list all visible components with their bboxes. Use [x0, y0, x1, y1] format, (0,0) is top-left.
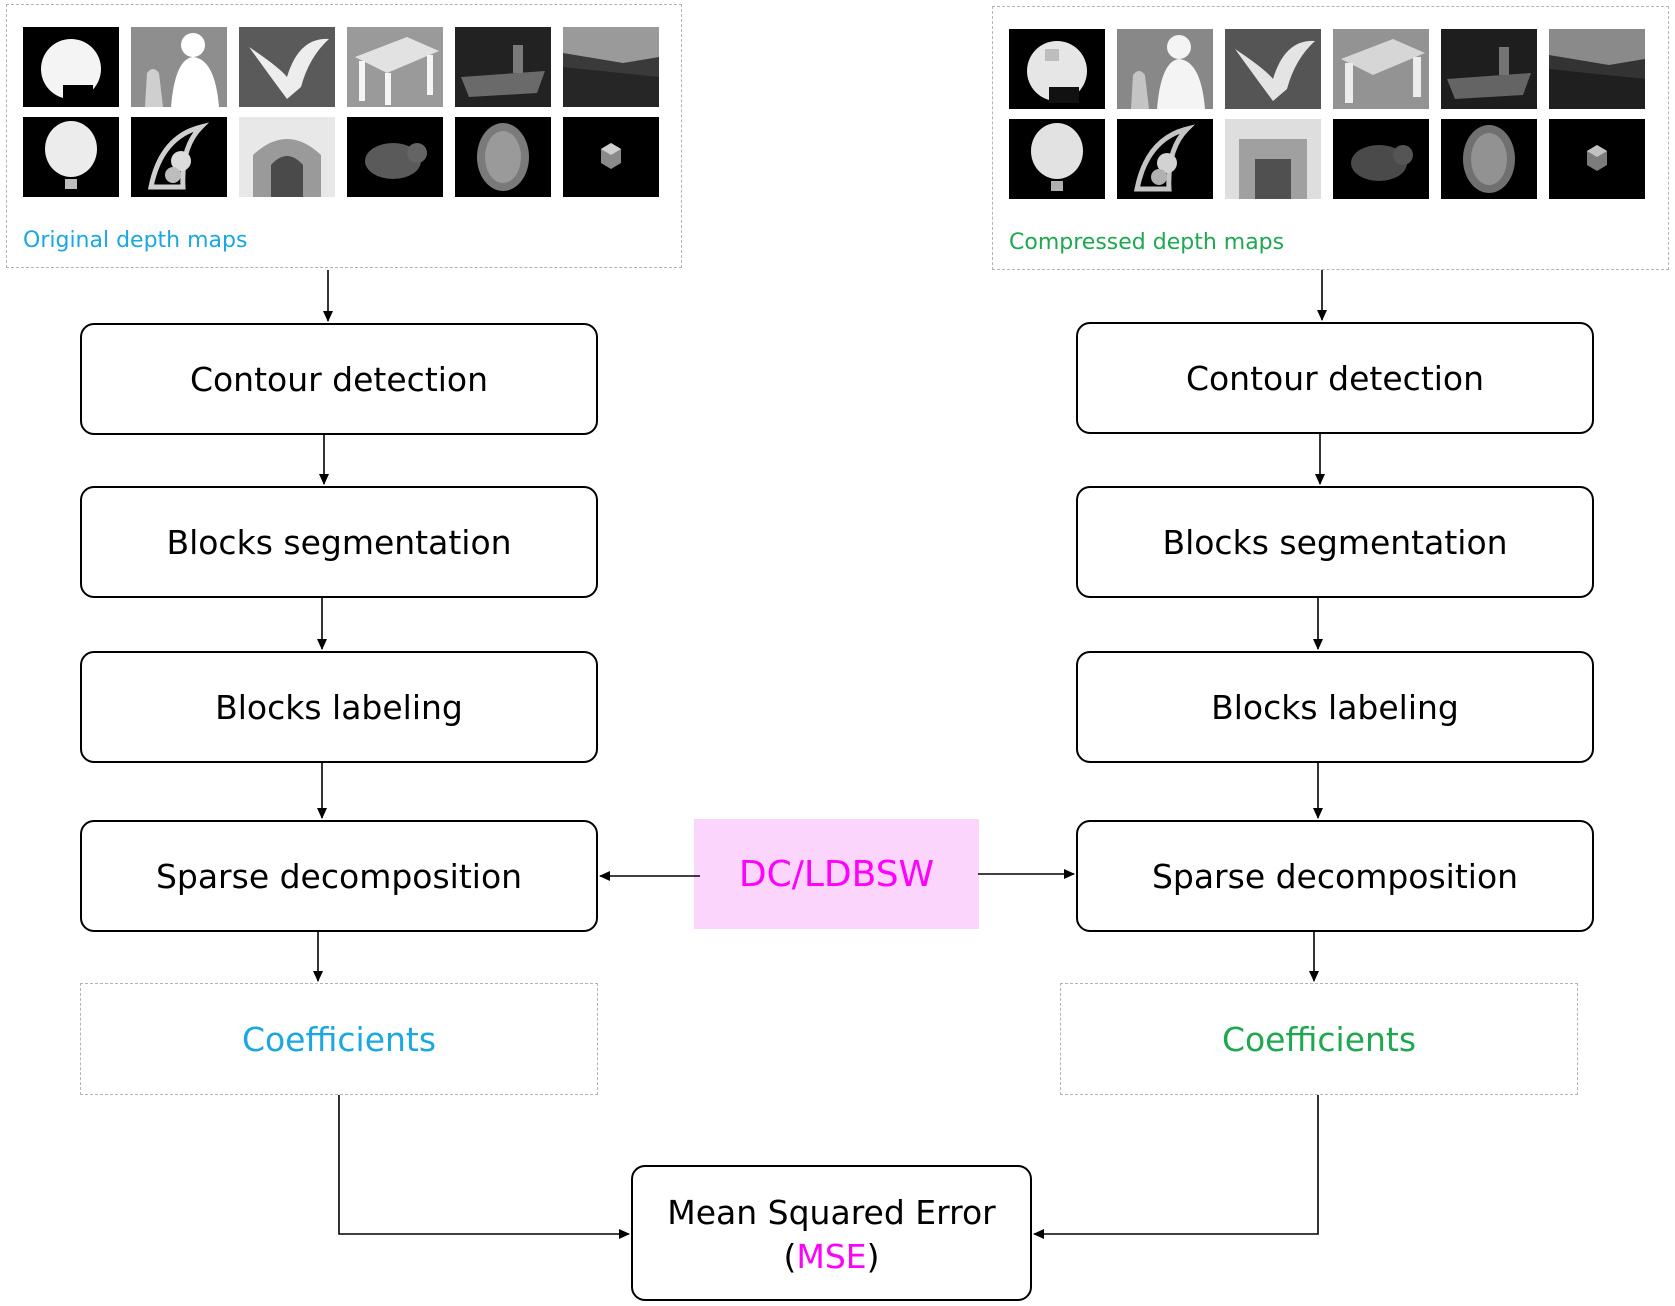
thumb-medallion — [1441, 119, 1537, 199]
left-contour-detection-step: Contour detection — [80, 323, 598, 435]
thumb-boat — [1441, 29, 1537, 109]
thumb-medallion — [455, 117, 551, 197]
thumb-person — [131, 27, 227, 107]
mse-open-paren: ( — [783, 1237, 797, 1276]
right-coefficients-output: Coefficients — [1060, 983, 1578, 1095]
right-blocks-labeling-step: Blocks labeling — [1076, 651, 1594, 763]
thumb-balloon — [23, 117, 119, 197]
thumb-cube — [563, 117, 659, 197]
arrow-right-coefficients-to-mse — [1033, 1095, 1319, 1239]
right-sparse-decomposition-step: Sparse decomposition — [1076, 820, 1594, 932]
left-blocks-labeling-step: Blocks labeling — [80, 651, 598, 763]
mse-abbreviation-line: (MSE) — [633, 1235, 1030, 1279]
mse-close-paren: ) — [866, 1237, 880, 1276]
mse-title: Mean Squared Error — [667, 1193, 996, 1232]
thumb-ornament — [1117, 119, 1213, 199]
thumb-teddy-bear — [1333, 119, 1429, 199]
original-depth-maps-panel: Original depth maps — [6, 4, 682, 268]
original-thumbnail-grid — [23, 27, 659, 197]
thumb-outdoor-scene — [563, 27, 659, 107]
thumb-table — [1333, 29, 1429, 109]
original-depth-maps-label: Original depth maps — [23, 228, 248, 253]
compressed-thumbnail-grid — [1009, 29, 1645, 199]
left-sparse-decomposition-step: Sparse decomposition — [80, 820, 598, 932]
left-coefficients-output: Coefficients — [80, 983, 598, 1095]
thumb-cube — [1549, 119, 1645, 199]
thumb-ornament — [131, 117, 227, 197]
left-blocks-segmentation-step: Blocks segmentation — [80, 486, 598, 598]
right-contour-detection-step: Contour detection — [1076, 322, 1594, 434]
thumb-outdoor-scene — [1549, 29, 1645, 109]
thumb-tunnel — [1225, 119, 1321, 199]
right-blocks-segmentation-step: Blocks segmentation — [1076, 486, 1594, 598]
mse-abbreviation: MSE — [796, 1237, 867, 1276]
dc-ldbsw-dictionary: DC/LDBSW — [694, 819, 979, 929]
thumb-table — [347, 27, 443, 107]
thumb-person — [1117, 29, 1213, 109]
thumb-helmet — [23, 27, 119, 107]
thumb-helmet — [1009, 29, 1105, 109]
thumb-tunnel — [239, 117, 335, 197]
thumb-balloon — [1009, 119, 1105, 199]
thumb-eagle — [1225, 29, 1321, 109]
thumb-eagle — [239, 27, 335, 107]
thumb-boat — [455, 27, 551, 107]
arrow-left-coefficients-to-mse — [338, 1095, 630, 1239]
compressed-depth-maps-panel: Compressed depth maps — [992, 6, 1669, 270]
thumb-teddy-bear — [347, 117, 443, 197]
compressed-depth-maps-label: Compressed depth maps — [1009, 230, 1285, 255]
mse-box: Mean Squared Error (MSE) — [631, 1165, 1032, 1301]
